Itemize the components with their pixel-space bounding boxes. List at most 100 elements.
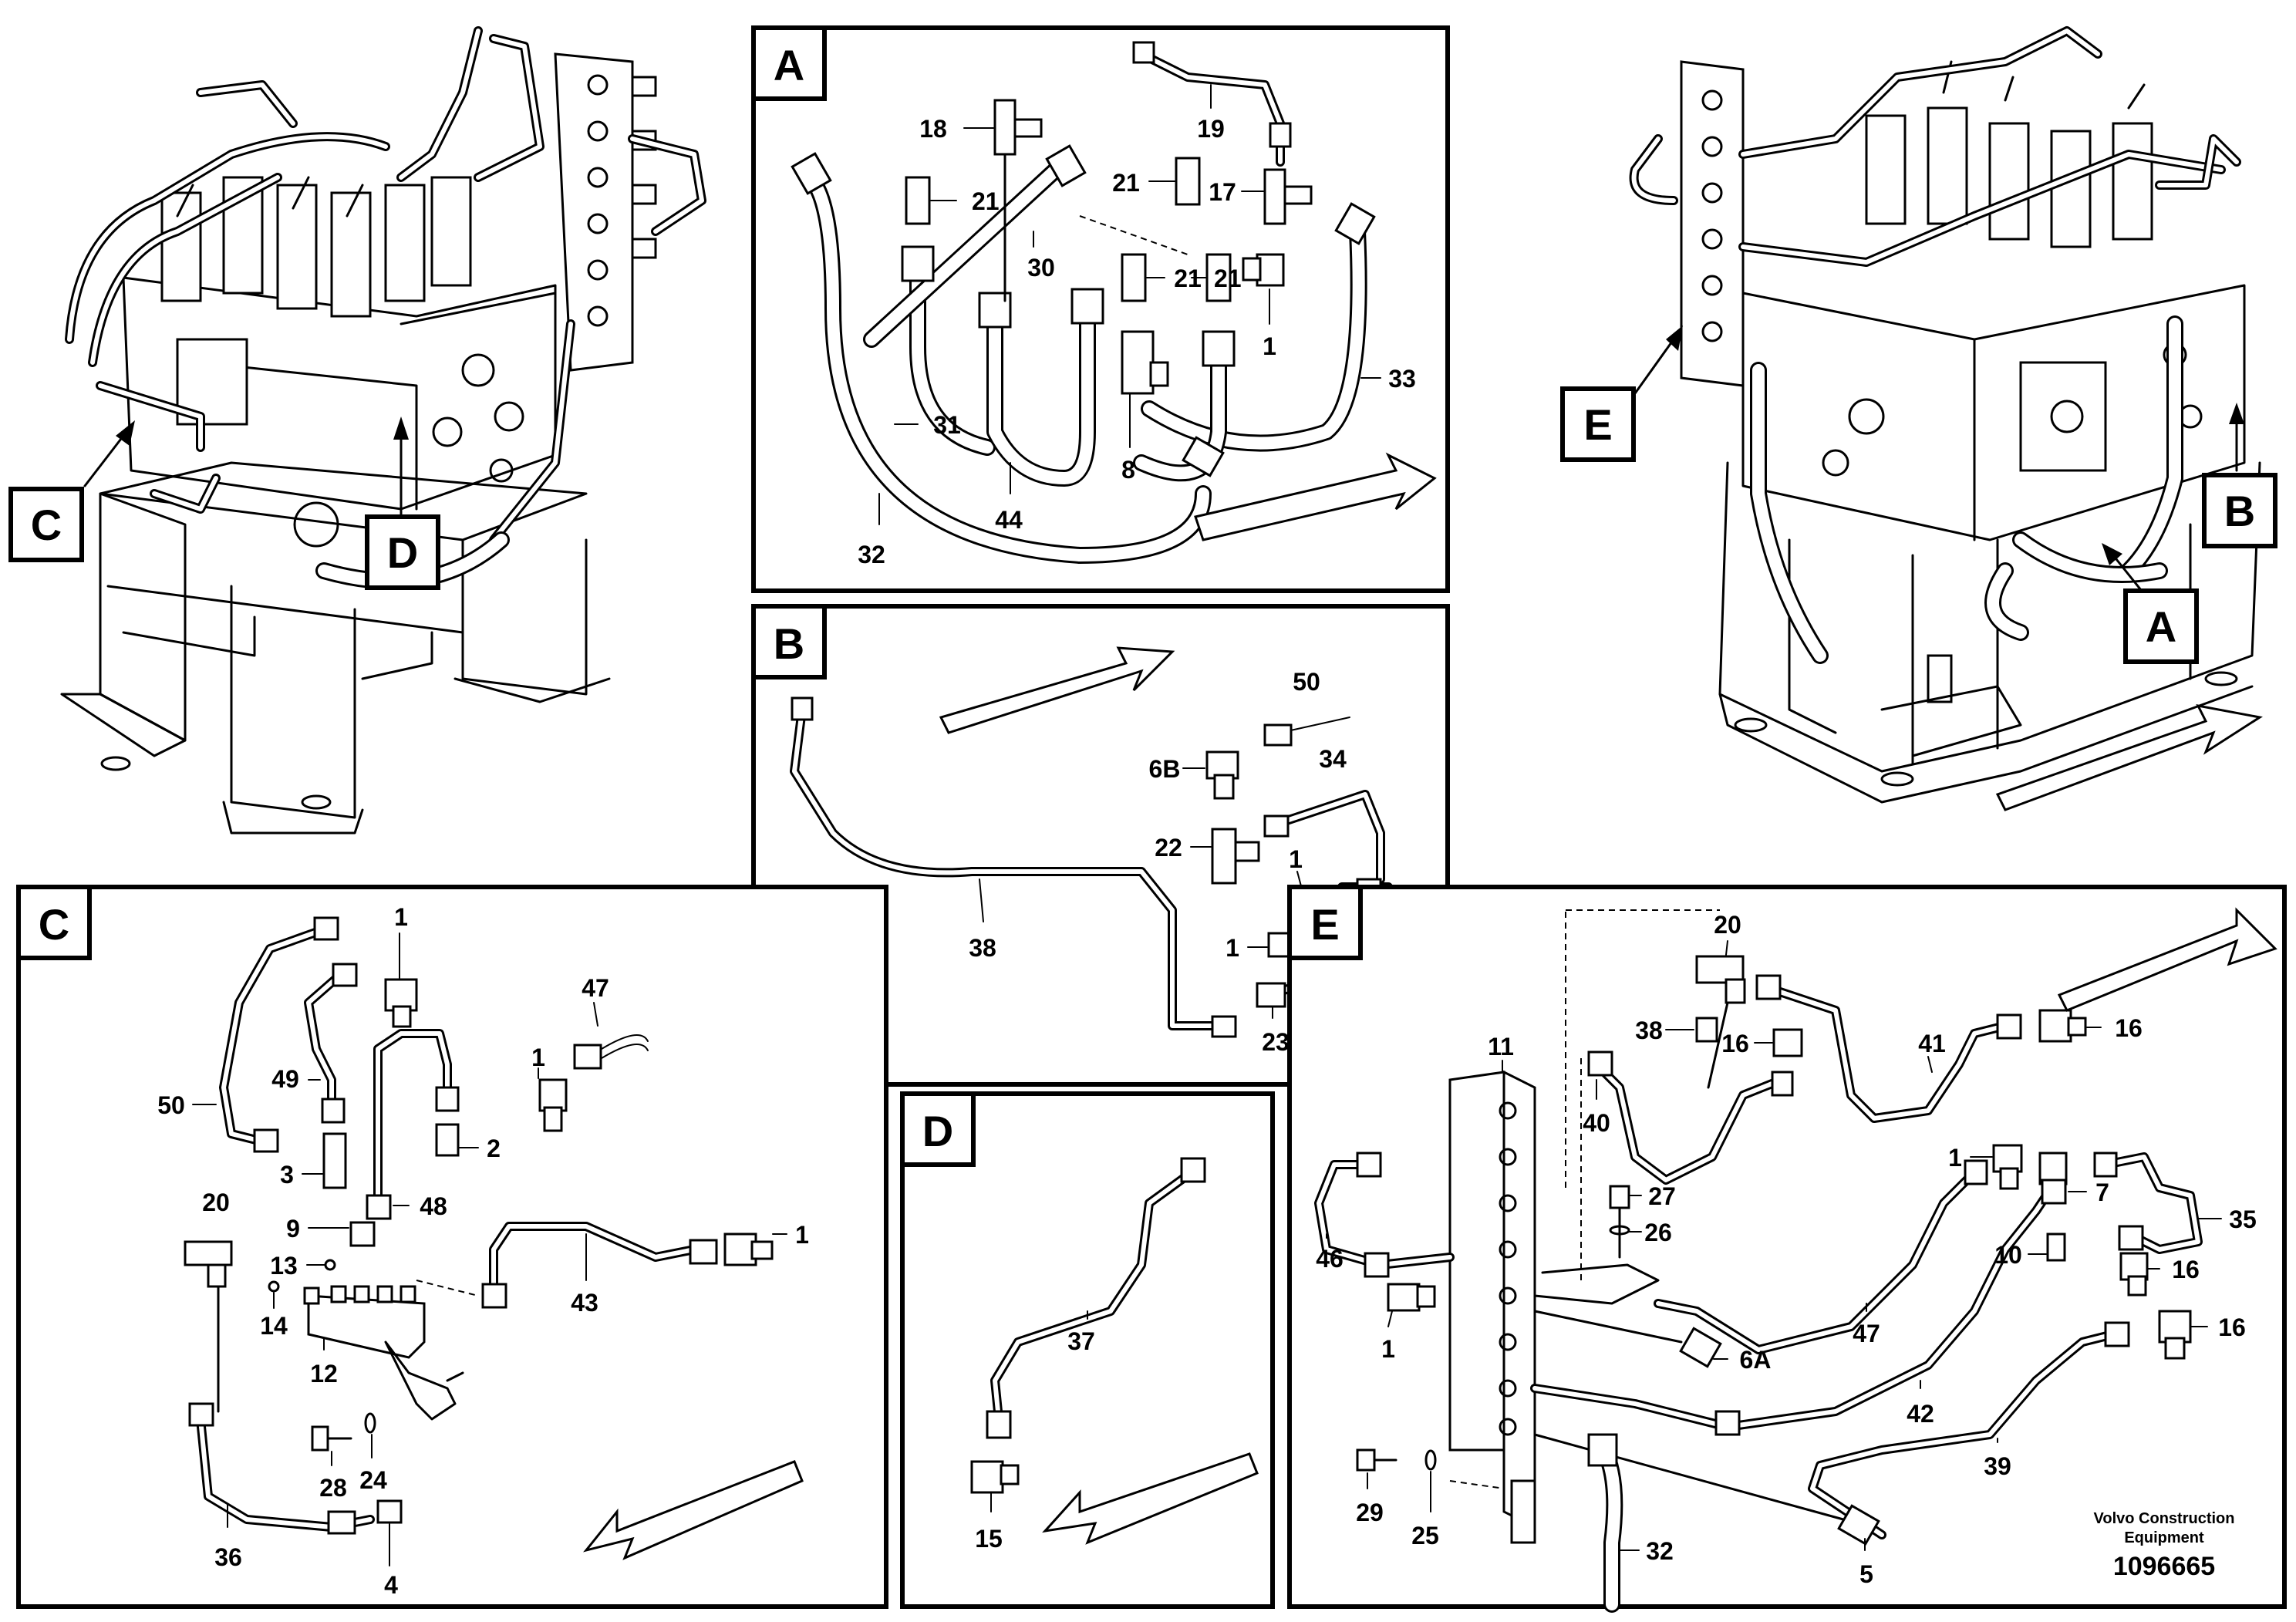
panel-b-label-9: 23: [1262, 1028, 1290, 1056]
footer-company-line2: Equipment: [2124, 1529, 2204, 1546]
left-manifold: [554, 52, 657, 372]
panel-a-label-5: 17: [1209, 178, 1236, 206]
panel-e-label-12: 26: [1644, 1219, 1672, 1246]
panel-a-label-3: 21: [972, 187, 1000, 215]
callout-c-overview[interactable]: C: [8, 420, 135, 562]
panel-c-label-10: 9: [286, 1215, 300, 1243]
panel-c-label-15: 12: [310, 1360, 338, 1388]
callout-a-overview[interactable]: A: [2102, 543, 2199, 664]
panel-c-tag: C: [39, 900, 69, 949]
panel-e-label-22: 29: [1356, 1499, 1384, 1526]
panel-e-label-2: 38: [1635, 1017, 1663, 1044]
panel-b-label-4: 22: [1155, 834, 1182, 862]
left-valve-block: [122, 176, 557, 548]
panel-c-label-16: 28: [319, 1474, 347, 1502]
panel-a-label-13: 44: [995, 506, 1023, 534]
panel-e-label-9: 27: [1648, 1182, 1676, 1210]
panel-b-label-7: 38: [969, 934, 996, 962]
panel-e-label-15: 16: [2172, 1256, 2200, 1283]
panel-a-label-11: 31: [933, 411, 961, 439]
footer-company: Volvo Construction: [2094, 1510, 2235, 1527]
panel-e-label-19: 16: [2218, 1313, 2246, 1341]
panel-c-label-3: 49: [271, 1065, 299, 1093]
callout-e-overview[interactable]: E: [1560, 325, 1683, 462]
panel-e-label-3: 16: [1721, 1030, 1749, 1057]
panel-c-label-19: 4: [384, 1571, 398, 1599]
right-stand: [1718, 461, 2261, 804]
panel-a-label-4: 21: [1112, 169, 1140, 197]
panel-e-label-17: 6A: [1740, 1346, 1772, 1374]
panel-c-label-5: 50: [157, 1091, 185, 1119]
panel-b-label-1: 50: [1293, 668, 1320, 696]
panel-b-label-3: 34: [1319, 745, 1347, 773]
right-manifold: [1680, 60, 1745, 387]
panel-e-label-21: 39: [1984, 1452, 2011, 1480]
panel-e-tag: E: [1310, 900, 1339, 949]
panel-e-label-10: 7: [2095, 1179, 2109, 1206]
panel-b-label-6: 1: [1226, 934, 1239, 962]
panel-d: D 37 15: [900, 1091, 1275, 1609]
panel-e: E: [1287, 885, 2287, 1613]
panel-a: A: [751, 25, 1450, 593]
panel-b-label-5: 1: [1289, 845, 1303, 873]
panel-a-label-14: 32: [858, 541, 885, 568]
panel-c: C: [16, 885, 888, 1609]
panel-a-label-6: 30: [1027, 254, 1055, 282]
panel-c-label-12: 13: [270, 1252, 298, 1280]
right-valve-block: [1741, 60, 2246, 541]
panel-d-label-2: 15: [975, 1525, 1003, 1553]
panel-c-label-6: 2: [487, 1135, 501, 1162]
overview-left: C D: [8, 26, 706, 835]
panel-a-label-8: 21: [1214, 265, 1242, 292]
tag-b-overview: B: [2224, 487, 2255, 535]
panel-c-label-8: 48: [420, 1192, 447, 1220]
panel-a-label-2: 19: [1197, 115, 1225, 143]
panel-c-label-13: 43: [571, 1289, 598, 1317]
panel-c-label-9: 20: [202, 1189, 230, 1216]
panel-c-label-2: 47: [582, 974, 609, 1002]
panel-e-label-16: 1: [1381, 1335, 1395, 1363]
panel-e-label-11: 35: [2229, 1206, 2257, 1233]
panel-a-label-9: 1: [1263, 332, 1276, 360]
panel-b-tag: B: [774, 619, 804, 668]
panel-e-label-4: 41: [1918, 1030, 1946, 1057]
panel-c-label-7: 3: [280, 1161, 294, 1189]
panel-d-label-1: 37: [1067, 1327, 1095, 1355]
overview-right: E B A: [1560, 26, 2277, 811]
left-stand: [60, 461, 611, 835]
panel-e-label-5: 16: [2115, 1014, 2143, 1042]
tag-c-overview: C: [31, 501, 62, 549]
panel-c-label-4: 1: [531, 1044, 545, 1071]
footer: Volvo Construction Equipment 1096665: [2094, 1510, 2235, 1581]
tag-a-overview: A: [2146, 602, 2176, 651]
panel-e-label-20: 42: [1907, 1400, 1934, 1428]
panel-b-label-2: 6B: [1149, 755, 1181, 783]
panel-e-label-6: 11: [1488, 1033, 1514, 1061]
callout-d-overview[interactable]: D: [365, 416, 440, 590]
panel-e-label-23: 25: [1411, 1522, 1439, 1549]
panel-c-label-11: 1: [795, 1221, 809, 1249]
tag-d-overview: D: [387, 528, 418, 577]
panel-e-label-8: 1: [1948, 1144, 1962, 1172]
panel-c-label-14: 14: [260, 1312, 288, 1340]
callout-b-overview[interactable]: B: [2202, 403, 2277, 548]
panel-e-label-1: 20: [1714, 911, 1741, 939]
panel-e-label-14: 10: [1994, 1241, 2022, 1269]
panel-a-label-1: 18: [919, 115, 947, 143]
panel-a-label-12: 8: [1121, 456, 1135, 484]
panel-d-tag: D: [922, 1107, 953, 1155]
footer-doc-number: 1096665: [2113, 1552, 2215, 1581]
panel-c-label-1: 1: [394, 903, 408, 931]
panel-c-label-17: 24: [359, 1466, 387, 1494]
right-direction-arrow: [1995, 703, 2263, 811]
panel-e-label-7: 40: [1583, 1109, 1610, 1137]
panel-e-label-24: 32: [1646, 1537, 1674, 1565]
panel-c-label-18: 36: [214, 1543, 242, 1571]
tag-e-overview: E: [1583, 400, 1612, 449]
panel-e-label-25: 5: [1859, 1560, 1873, 1588]
right-pipes: [1629, 26, 2241, 664]
panel-a-tag: A: [774, 41, 804, 89]
panel-a-label-10: 33: [1388, 365, 1416, 393]
panel-e-label-18: 47: [1853, 1320, 1880, 1347]
